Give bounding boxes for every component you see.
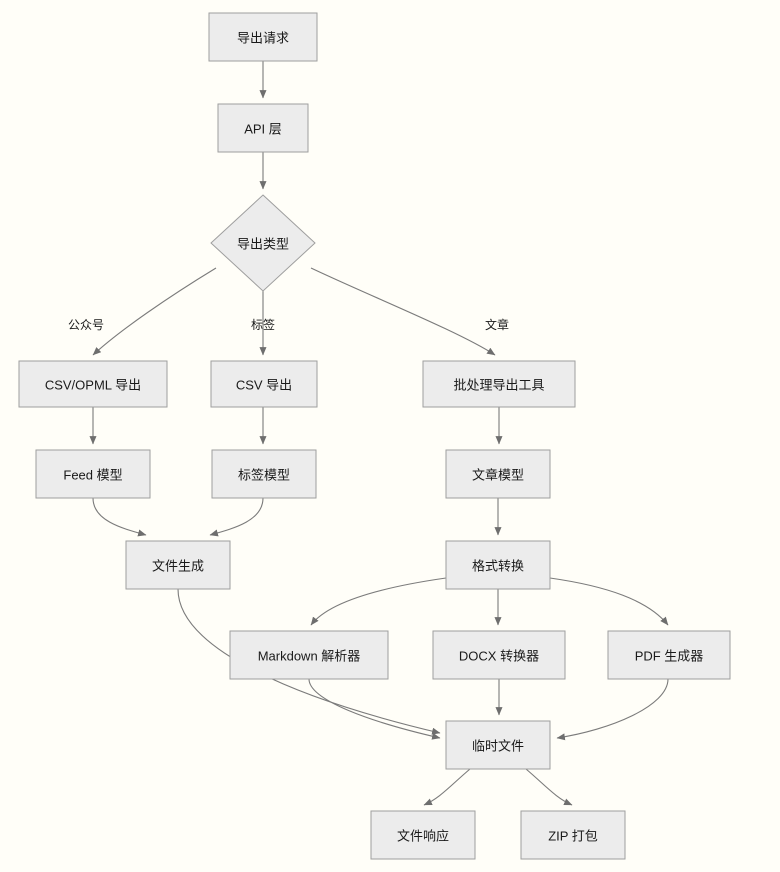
flow-edge [92, 267, 217, 356]
flow-edge [310, 577, 447, 626]
process-shape [445, 720, 551, 770]
flow-node-csv_opml[interactable]: CSV/OPML 导出 [18, 360, 168, 408]
process-shape [18, 360, 168, 408]
process-shape [445, 449, 551, 499]
flow-edge [549, 577, 669, 626]
flow-node-export_request[interactable]: 导出请求 [208, 12, 318, 62]
process-shape [422, 360, 576, 408]
flow-edge [556, 678, 669, 741]
flow-node-feed_model[interactable]: Feed 模型 [35, 449, 151, 499]
edges-layer [89, 61, 669, 806]
flow-node-batch_tool[interactable]: 批处理导出工具 [422, 360, 576, 408]
flow-node-zip_package[interactable]: ZIP 打包 [520, 810, 626, 860]
process-shape [370, 810, 476, 860]
flow-node-temp_file[interactable]: 临时文件 [445, 720, 551, 770]
flow-node-article_model[interactable]: 文章模型 [445, 449, 551, 499]
flow-node-api_layer[interactable]: API 层 [217, 103, 309, 153]
flow-node-docx_converter[interactable]: DOCX 转换器 [432, 630, 566, 680]
flow-node-file_response[interactable]: 文件响应 [370, 810, 476, 860]
flow-edge [209, 497, 264, 537]
edge-label: 标签 [251, 317, 275, 332]
flow-node-format_convert[interactable]: 格式转换 [445, 540, 551, 590]
flow-node-csv_export[interactable]: CSV 导出 [210, 360, 318, 408]
flow-edge [92, 497, 147, 537]
process-shape [210, 360, 318, 408]
edge-labels-layer: 公众号 标签 文章 [68, 317, 509, 332]
flow-node-export_type[interactable]: 导出类型 [210, 194, 316, 292]
process-shape [217, 103, 309, 153]
process-shape [607, 630, 731, 680]
edge-label: 文章 [485, 317, 509, 332]
flow-node-file_generate[interactable]: 文件生成 [125, 540, 231, 590]
flow-node-pdf_generator[interactable]: PDF 生成器 [607, 630, 731, 680]
process-shape [125, 540, 231, 590]
decision-shape [210, 194, 316, 292]
flow-edge [308, 678, 441, 740]
flow-edge [423, 768, 471, 806]
process-shape [208, 12, 318, 62]
flow-edge [310, 267, 496, 356]
flow-node-markdown_parser[interactable]: Markdown 解析器 [229, 630, 389, 680]
process-shape [35, 449, 151, 499]
flow-node-tag_model[interactable]: 标签模型 [211, 449, 317, 499]
process-shape [432, 630, 566, 680]
process-shape [520, 810, 626, 860]
process-shape [445, 540, 551, 590]
flow-edge [525, 768, 573, 806]
process-shape [211, 449, 317, 499]
edge-label: 公众号 [68, 318, 104, 332]
process-shape [229, 630, 389, 680]
